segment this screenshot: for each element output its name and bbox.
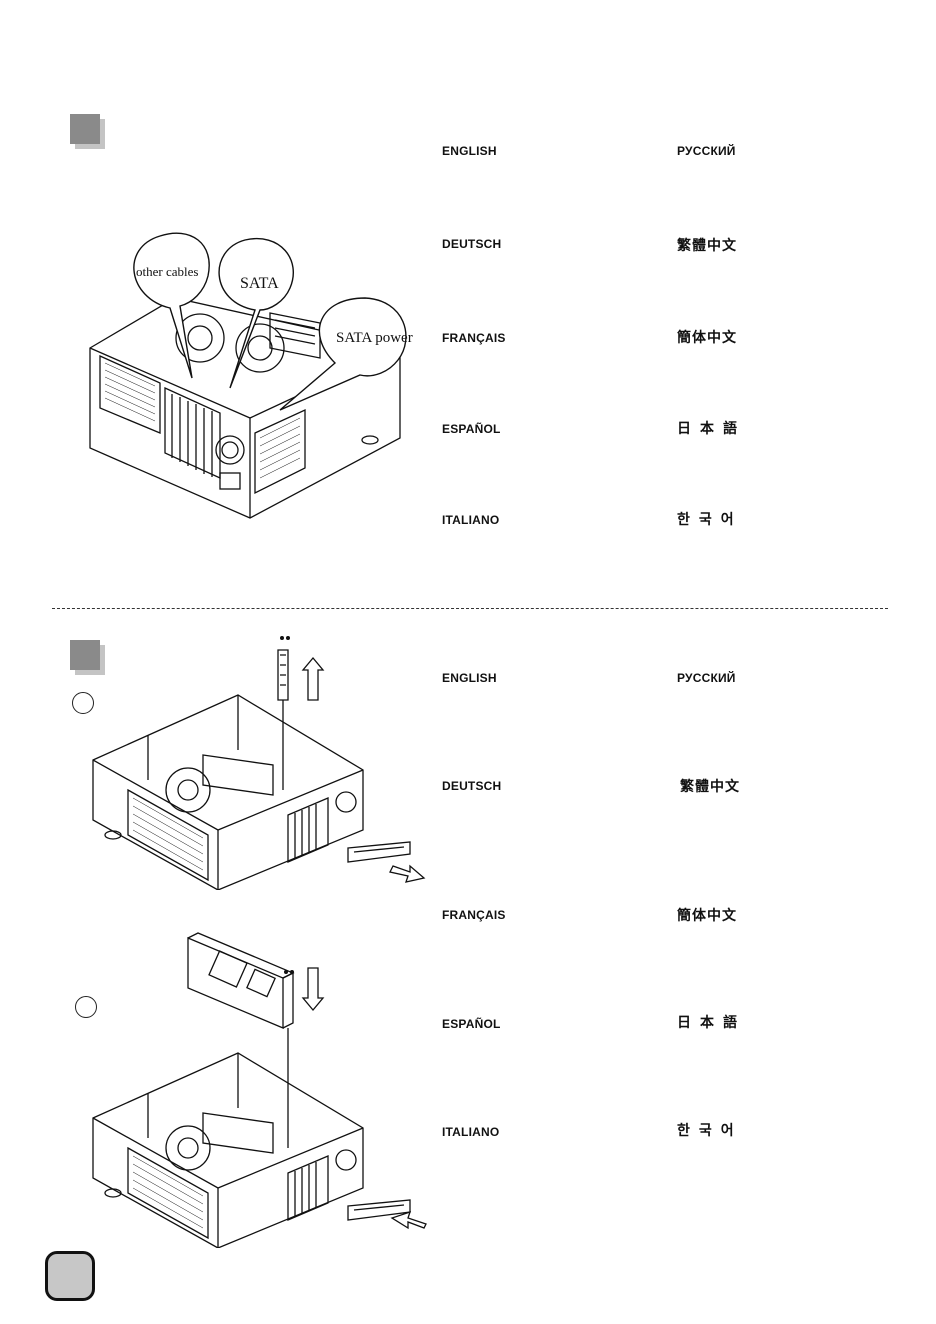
callout-sata-power: SATA power [336,330,413,346]
lang-japanese-2: 日本語 [677,1012,746,1032]
lang-german: DEUTSCH [442,237,501,251]
lang-spanish: ESPAÑOL [442,422,501,436]
lang-german-2: DEUTSCH [442,779,501,793]
lang-traditional-chinese: 繁體中文 [677,235,737,255]
step-1-marker [70,114,100,144]
lang-russian: РУССКИЙ [677,144,736,158]
lang-italian-2: ITALIANO [442,1125,499,1139]
lang-spanish-2: ESPAÑOL [442,1017,501,1031]
lang-traditional-chinese-2: 繁體中文 [680,776,740,796]
callout-sata: SATA [240,275,279,292]
lang-english: ENGLISH [442,144,497,158]
lang-french: FRANÇAIS [442,331,506,345]
callout-other-cables: other cables [136,264,198,279]
lang-japanese: 日本語 [677,418,746,438]
lang-italian: ITALIANO [442,513,499,527]
section-divider [52,608,888,609]
lang-english-2: ENGLISH [442,671,497,685]
lang-korean: 한국어 [677,509,743,529]
page-number-box [45,1251,95,1301]
remove-slot-cover-illustration [88,630,433,890]
lang-french-2: FRANÇAIS [442,908,506,922]
lang-simplified-chinese: 簡体中文 [677,327,737,347]
lang-korean-2: 한국어 [677,1120,743,1140]
cable-routing-illustration: other cables SATA SATA power [80,228,420,538]
lang-simplified-chinese-2: 簡体中文 [677,905,737,925]
install-graphics-card-illustration [88,928,433,1248]
lang-russian-2: РУССКИЙ [677,671,736,685]
